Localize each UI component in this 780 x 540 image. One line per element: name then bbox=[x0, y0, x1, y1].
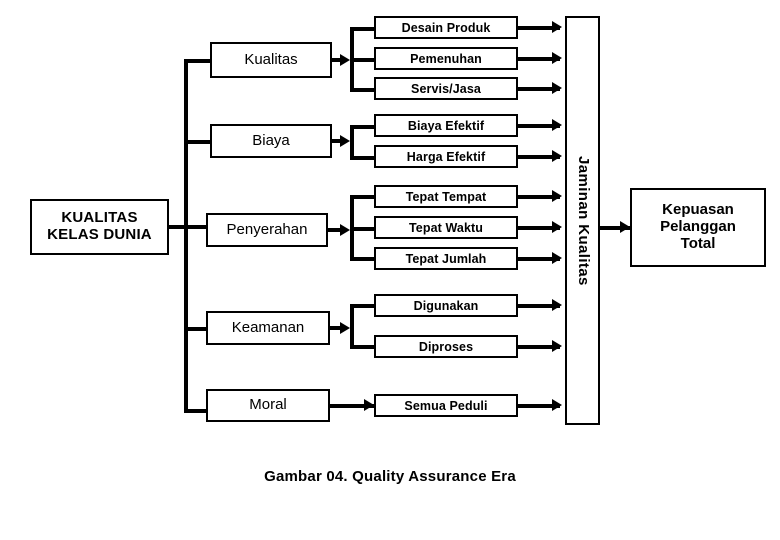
connector-tepat-tempat-to-hub bbox=[518, 195, 560, 199]
connector-trunk-to-moral bbox=[184, 409, 212, 413]
detail-box-servis-jasa[interactable]: Servis/Jasa bbox=[374, 77, 518, 100]
arrowhead-tepat-jumlah-to-hub bbox=[552, 252, 562, 264]
outcome-box-kepuasan-pelanggan-total[interactable]: Kepuasan Pelanggan Total bbox=[630, 188, 766, 267]
category-label-penyerahan: Penyerahan bbox=[226, 220, 308, 238]
detail-box-tepat-waktu[interactable]: Tepat Waktu bbox=[374, 216, 518, 239]
connector-desain-produk-to-hub bbox=[518, 26, 560, 30]
bracket-biaya bbox=[350, 125, 354, 160]
root-label-line1: KUALITAS bbox=[61, 209, 138, 227]
arrowhead-tepat-waktu-to-hub bbox=[552, 221, 562, 233]
detail-box-pemenuhan[interactable]: Pemenuhan bbox=[374, 47, 518, 70]
category-label-keamanan: Keamanan bbox=[231, 318, 305, 336]
detail-label-tepat-jumlah: Tepat Jumlah bbox=[405, 251, 487, 266]
category-label-biaya: Biaya bbox=[252, 131, 290, 149]
outcome-label-line2: Pelanggan bbox=[660, 218, 736, 236]
detail-label-pemenuhan: Pemenuhan bbox=[410, 51, 482, 66]
arrowhead-diproses-to-hub bbox=[552, 340, 562, 352]
detail-box-harga-efektif[interactable]: Harga Efektif bbox=[374, 145, 518, 168]
detail-label-tepat-waktu: Tepat Waktu bbox=[408, 220, 484, 235]
connector-penyerahan-d1 bbox=[350, 195, 376, 199]
connector-tepat-waktu-to-hub bbox=[518, 226, 560, 230]
connector-tepat-jumlah-to-hub bbox=[518, 257, 560, 261]
diagram-caption: Gambar 04. Quality Assurance Era bbox=[264, 468, 516, 485]
outcome-label-line1: Kepuasan bbox=[662, 201, 734, 219]
connector-keamanan-out bbox=[330, 326, 346, 330]
detail-label-digunakan: Digunakan bbox=[413, 298, 479, 313]
arrowhead-penyerahan-out bbox=[340, 224, 350, 236]
connector-penyerahan-d2 bbox=[350, 227, 376, 231]
connector-main-trunk bbox=[184, 59, 188, 413]
detail-label-diproses: Diproses bbox=[418, 339, 474, 354]
detail-label-tepat-tempat: Tepat Tempat bbox=[405, 189, 487, 204]
detail-box-tepat-jumlah[interactable]: Tepat Jumlah bbox=[374, 247, 518, 270]
connector-pemenuhan-to-hub bbox=[518, 57, 560, 61]
connector-moral-to-semua-peduli bbox=[330, 404, 374, 408]
connector-kualitas-d1 bbox=[350, 27, 376, 31]
detail-box-digunakan[interactable]: Digunakan bbox=[374, 294, 518, 317]
category-box-keamanan[interactable]: Keamanan bbox=[206, 311, 330, 345]
arrowhead-servis-jasa-to-hub bbox=[552, 82, 562, 94]
arrowhead-keamanan-out bbox=[340, 322, 350, 334]
detail-box-diproses[interactable]: Diproses bbox=[374, 335, 518, 358]
connector-penyerahan-out bbox=[328, 228, 346, 232]
connector-servis-jasa-to-hub bbox=[518, 87, 560, 91]
root-label-line2: KELAS DUNIA bbox=[47, 226, 152, 243]
connector-trunk-to-keamanan bbox=[184, 327, 212, 331]
category-box-moral[interactable]: Moral bbox=[206, 389, 330, 422]
arrowhead-biaya-out bbox=[340, 135, 350, 147]
arrowhead-biaya-efektif-to-hub bbox=[552, 119, 562, 131]
arrowhead-tepat-tempat-to-hub bbox=[552, 190, 562, 202]
arrowhead-harga-efektif-to-hub bbox=[552, 150, 562, 162]
connector-penyerahan-d3 bbox=[350, 257, 376, 261]
connector-biaya-d2 bbox=[350, 156, 376, 160]
connector-keamanan-d2 bbox=[350, 345, 376, 349]
connector-kualitas-out bbox=[332, 58, 346, 62]
arrowhead-hub-to-outcome bbox=[620, 221, 630, 233]
connector-kualitas-d2 bbox=[350, 58, 376, 62]
category-label-moral: Moral bbox=[249, 396, 287, 414]
connector-biaya-out bbox=[332, 139, 346, 143]
connector-semua-peduli-to-hub bbox=[518, 404, 560, 408]
connector-biaya-d1 bbox=[350, 125, 376, 129]
detail-box-biaya-efektif[interactable]: Biaya Efektif bbox=[374, 114, 518, 137]
detail-label-harga-efektif: Harga Efektif bbox=[406, 149, 486, 164]
detail-label-desain-produk: Desain Produk bbox=[401, 20, 491, 35]
detail-box-semua-peduli[interactable]: Semua Peduli bbox=[374, 394, 518, 417]
arrowhead-moral-to-semua-peduli bbox=[364, 399, 374, 411]
connector-digunakan-to-hub bbox=[518, 304, 560, 308]
category-box-biaya[interactable]: Biaya bbox=[210, 124, 332, 158]
arrowhead-digunakan-to-hub bbox=[552, 299, 562, 311]
connector-hub-to-outcome bbox=[600, 226, 632, 230]
bracket-keamanan bbox=[350, 304, 354, 349]
connector-diproses-to-hub bbox=[518, 345, 560, 349]
arrowhead-desain-produk-to-hub bbox=[552, 21, 562, 33]
connector-trunk-to-penyerahan bbox=[184, 225, 212, 229]
hub-label-jaminan-kualitas: Jaminan Kualitas bbox=[574, 155, 592, 286]
outcome-label-line3: Total bbox=[680, 234, 716, 252]
arrowhead-semua-peduli-to-hub bbox=[552, 399, 562, 411]
detail-box-desain-produk[interactable]: Desain Produk bbox=[374, 16, 518, 39]
category-label-kualitas: Kualitas bbox=[244, 50, 298, 68]
detail-box-tepat-tempat[interactable]: Tepat Tempat bbox=[374, 185, 518, 208]
arrowhead-pemenuhan-to-hub bbox=[552, 52, 562, 64]
connector-trunk-to-kualitas bbox=[184, 59, 212, 63]
category-box-penyerahan[interactable]: Penyerahan bbox=[206, 213, 328, 247]
detail-label-biaya-efektif: Biaya Efektif bbox=[407, 118, 485, 133]
connector-biaya-efektif-to-hub bbox=[518, 124, 560, 128]
root-box-kualitas-kelas-dunia[interactable]: KUALITAS KELAS DUNIA bbox=[30, 199, 169, 255]
connector-trunk-to-biaya bbox=[184, 140, 212, 144]
hub-box-jaminan-kualitas[interactable]: Jaminan Kualitas bbox=[565, 16, 600, 425]
detail-label-servis-jasa: Servis/Jasa bbox=[411, 81, 481, 96]
arrowhead-kualitas-out bbox=[340, 54, 350, 66]
connector-keamanan-d1 bbox=[350, 304, 376, 308]
connector-kualitas-d3 bbox=[350, 88, 376, 92]
detail-label-semua-peduli: Semua Peduli bbox=[404, 398, 488, 413]
category-box-kualitas[interactable]: Kualitas bbox=[210, 42, 332, 78]
connector-harga-efektif-to-hub bbox=[518, 155, 560, 159]
